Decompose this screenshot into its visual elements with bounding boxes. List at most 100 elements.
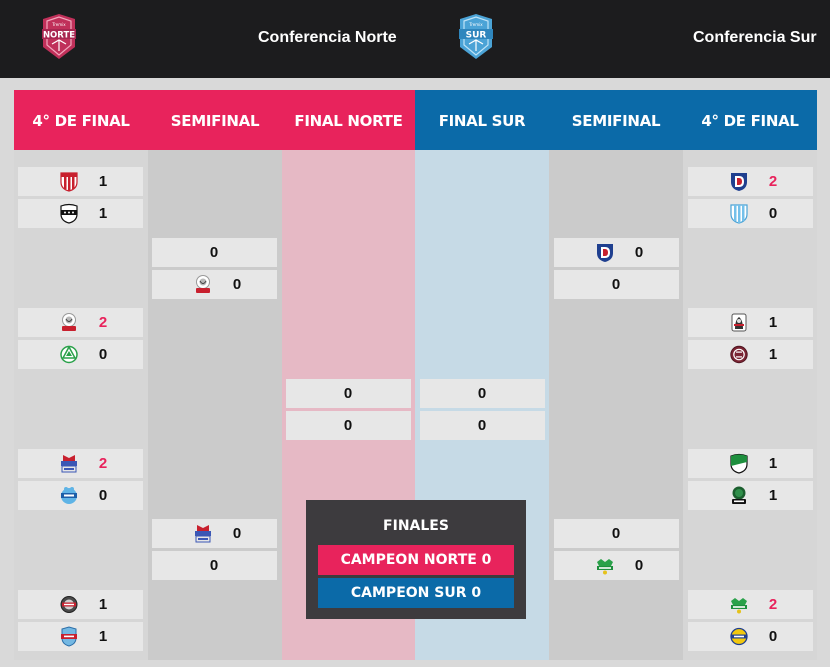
- column-north-semifinal: [148, 150, 282, 660]
- team-slot[interactable]: 0: [286, 379, 411, 408]
- team-score: 1: [98, 628, 108, 645]
- team-score: 1: [768, 487, 778, 504]
- header-final-norte: FINAL NORTE: [282, 90, 415, 151]
- blue-norte-crest-icon: [60, 485, 78, 506]
- team-slot[interactable]: 1: [18, 590, 143, 619]
- team-score: 1: [768, 346, 778, 363]
- green-triangle-crest-icon: [60, 344, 78, 365]
- team-slot[interactable]: 0: [152, 519, 277, 548]
- team-score: 0: [611, 525, 621, 542]
- team-slot[interactable]: 0: [18, 340, 143, 369]
- campeon-sur-button[interactable]: CAMPEON SUR 0: [318, 578, 514, 608]
- red-white-stripes-shield-icon: [60, 171, 78, 192]
- yellow-blue-badge-icon: [730, 626, 748, 647]
- team-slot[interactable]: 1: [688, 308, 813, 337]
- team-slot[interactable]: 0: [554, 238, 679, 267]
- team-score: 1: [98, 173, 108, 190]
- team-score: 0: [477, 385, 487, 402]
- team-score: 2: [98, 314, 108, 331]
- svg-text:NORTE: NORTE: [43, 31, 75, 41]
- header-north-quarterfinal: 4° DE FINAL: [14, 90, 148, 151]
- column-south-quarterfinal: [683, 150, 817, 660]
- norte-conference-logo[interactable]: Tremix NORTE: [37, 13, 81, 61]
- team-slot[interactable]: 0: [152, 551, 277, 580]
- header-final-sur: FINAL SUR: [415, 90, 549, 151]
- green-wings-badge-icon: [596, 555, 614, 576]
- team-slot[interactable]: 0: [18, 481, 143, 510]
- team-slot[interactable]: 0: [152, 270, 277, 299]
- team-slot[interactable]: 2: [688, 590, 813, 619]
- team-score: 0: [232, 276, 242, 293]
- team-score: 0: [768, 205, 778, 222]
- sur-conference-logo[interactable]: Tremix SUR: [454, 13, 498, 61]
- conference-header: Tremix NORTE Conferencia Norte Tremix SU…: [0, 0, 830, 78]
- team-score: 1: [98, 596, 108, 613]
- south-conference-title[interactable]: Conferencia Sur: [693, 29, 817, 46]
- playoff-bracket: 4° DE FINAL SEMIFINAL FINAL NORTE FINAL …: [14, 90, 817, 660]
- team-slot[interactable]: 1: [18, 167, 143, 196]
- team-score: 1: [768, 314, 778, 331]
- svg-text:Tremix: Tremix: [468, 22, 483, 27]
- team-score: 0: [768, 628, 778, 645]
- blue-red-d-shield-icon: [596, 242, 614, 263]
- team-slot[interactable]: 0: [688, 622, 813, 651]
- team-slot[interactable]: 0: [152, 238, 277, 267]
- column-south-semifinal: [549, 150, 683, 660]
- team-slot[interactable]: 0: [286, 411, 411, 440]
- finales-title: FINALES: [383, 518, 449, 534]
- team-score: 2: [768, 173, 778, 190]
- team-slot[interactable]: 0: [554, 551, 679, 580]
- team-slot[interactable]: 2: [18, 308, 143, 337]
- lion-crest-icon: [194, 274, 212, 295]
- team-slot[interactable]: 1: [18, 622, 143, 651]
- green-wings-badge-icon: [730, 594, 748, 615]
- maroon-circle-crest-icon: [730, 344, 748, 365]
- team-score: 2: [768, 596, 778, 613]
- team-score: 0: [232, 525, 242, 542]
- team-slot[interactable]: 0: [554, 270, 679, 299]
- team-slot[interactable]: 0: [420, 411, 545, 440]
- team-slot[interactable]: 2: [688, 167, 813, 196]
- team-score: 2: [98, 455, 108, 472]
- team-slot[interactable]: 1: [688, 449, 813, 478]
- dark-knight-crest-icon: [730, 312, 748, 333]
- light-blue-stripes-shield-icon: [730, 203, 748, 224]
- team-slot[interactable]: 1: [688, 340, 813, 369]
- team-slot[interactable]: 2: [18, 449, 143, 478]
- team-score: 1: [98, 205, 108, 222]
- lion-crest-icon: [60, 312, 78, 333]
- team-score: 0: [343, 385, 353, 402]
- team-slot[interactable]: 1: [18, 199, 143, 228]
- team-score: 0: [98, 487, 108, 504]
- team-slot[interactable]: 1: [688, 481, 813, 510]
- header-north-semifinal: SEMIFINAL: [148, 90, 282, 151]
- svg-text:Tremix: Tremix: [51, 22, 66, 27]
- team-score: 0: [611, 276, 621, 293]
- campeon-norte-button[interactable]: CAMPEON NORTE 0: [318, 545, 514, 575]
- team-slot[interactable]: 0: [688, 199, 813, 228]
- salta-shield-icon: [60, 626, 78, 647]
- team-score: 0: [209, 244, 219, 261]
- column-north-quarterfinal: [14, 150, 148, 660]
- team-slot[interactable]: 0: [420, 379, 545, 408]
- north-conference-title[interactable]: Conferencia Norte: [258, 29, 397, 46]
- blue-red-d-shield-icon: [730, 171, 748, 192]
- team-score: 0: [634, 557, 644, 574]
- villa-crest-icon: [60, 453, 78, 474]
- team-slot[interactable]: 0: [554, 519, 679, 548]
- finales-panel: FINALES CAMPEON NORTE 0 CAMPEON SUR 0: [306, 500, 526, 619]
